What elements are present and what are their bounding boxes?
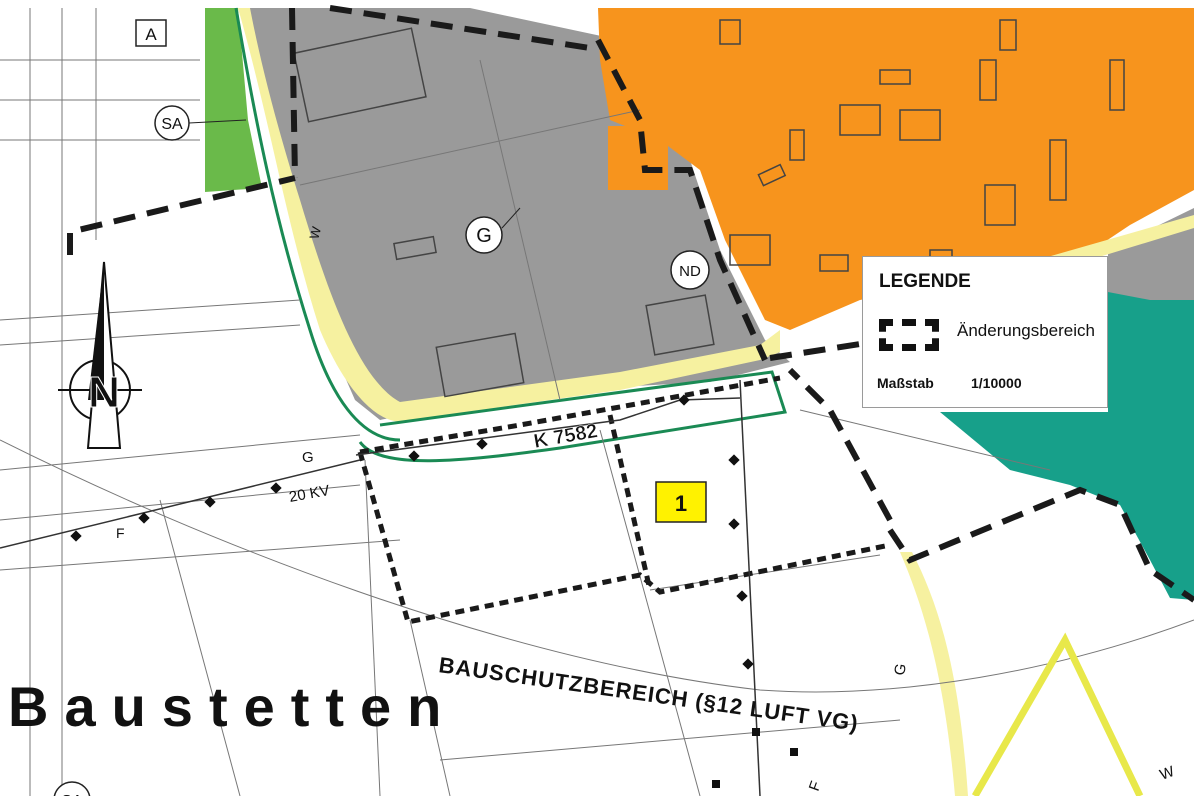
green-road-edge [234,7,401,442]
green-strip-area [205,8,262,192]
yellow-road-south [900,552,968,796]
zone-nd-label: ND [679,263,701,280]
legend-title: LEGENDE [879,271,971,292]
line-letter-w-north: W [306,224,324,240]
zone-a-top-box [135,19,167,47]
cadastral-lines [0,8,1194,796]
legend-box: LEGENDE Änderungsbereich Maßstab 1/10000 [862,256,1108,408]
legend-item-label: Änderungsbereich [957,321,1095,340]
zone-sa-top-leader [188,119,247,124]
orange-zone-notch [608,126,668,190]
building-outlines [293,19,1125,398]
place-name-label: Baustetten [8,675,457,738]
scale-value: 1/10000 [971,375,1022,391]
area-number-badge [655,481,707,523]
zone-g-center-label: G [476,225,492,247]
gray-zone-area [248,8,790,420]
power-line-label: 20 KV [288,482,331,506]
scale-label: Maßstab [877,375,934,391]
boundary-symbol-icon [879,319,939,351]
line-letter-g-east: G [891,662,910,676]
line-letter-g-west: G [302,449,314,466]
zone-g-center-leader [501,207,521,229]
zone-a-top-label: A [145,25,157,44]
line-letter-f-west: F [116,525,125,541]
line-letter-w-east: W [1158,763,1178,784]
yellow-triangle-symbol [971,632,1144,796]
line-letter-f-south: F [806,779,825,793]
zone-g-center-circle [465,216,503,254]
zone-sa-top-label: SA [161,116,183,133]
power-line-20kv [0,379,761,796]
orange-zone-area [598,8,1194,330]
change-area-boundary [67,5,1194,603]
zone-sa-bottom-label: SA [61,793,83,796]
north-arrow-icon [58,261,142,449]
area-number-label: 1 [675,491,687,516]
change-area-boundary-fine [357,375,891,625]
north-letter: N [88,368,120,417]
protection-zone-label: BAUSCHUTZBEREICH (§12 LUFT VG) [437,652,860,736]
zone-sa-bottom-circle [53,781,91,796]
zone-nd-circle [670,250,710,290]
